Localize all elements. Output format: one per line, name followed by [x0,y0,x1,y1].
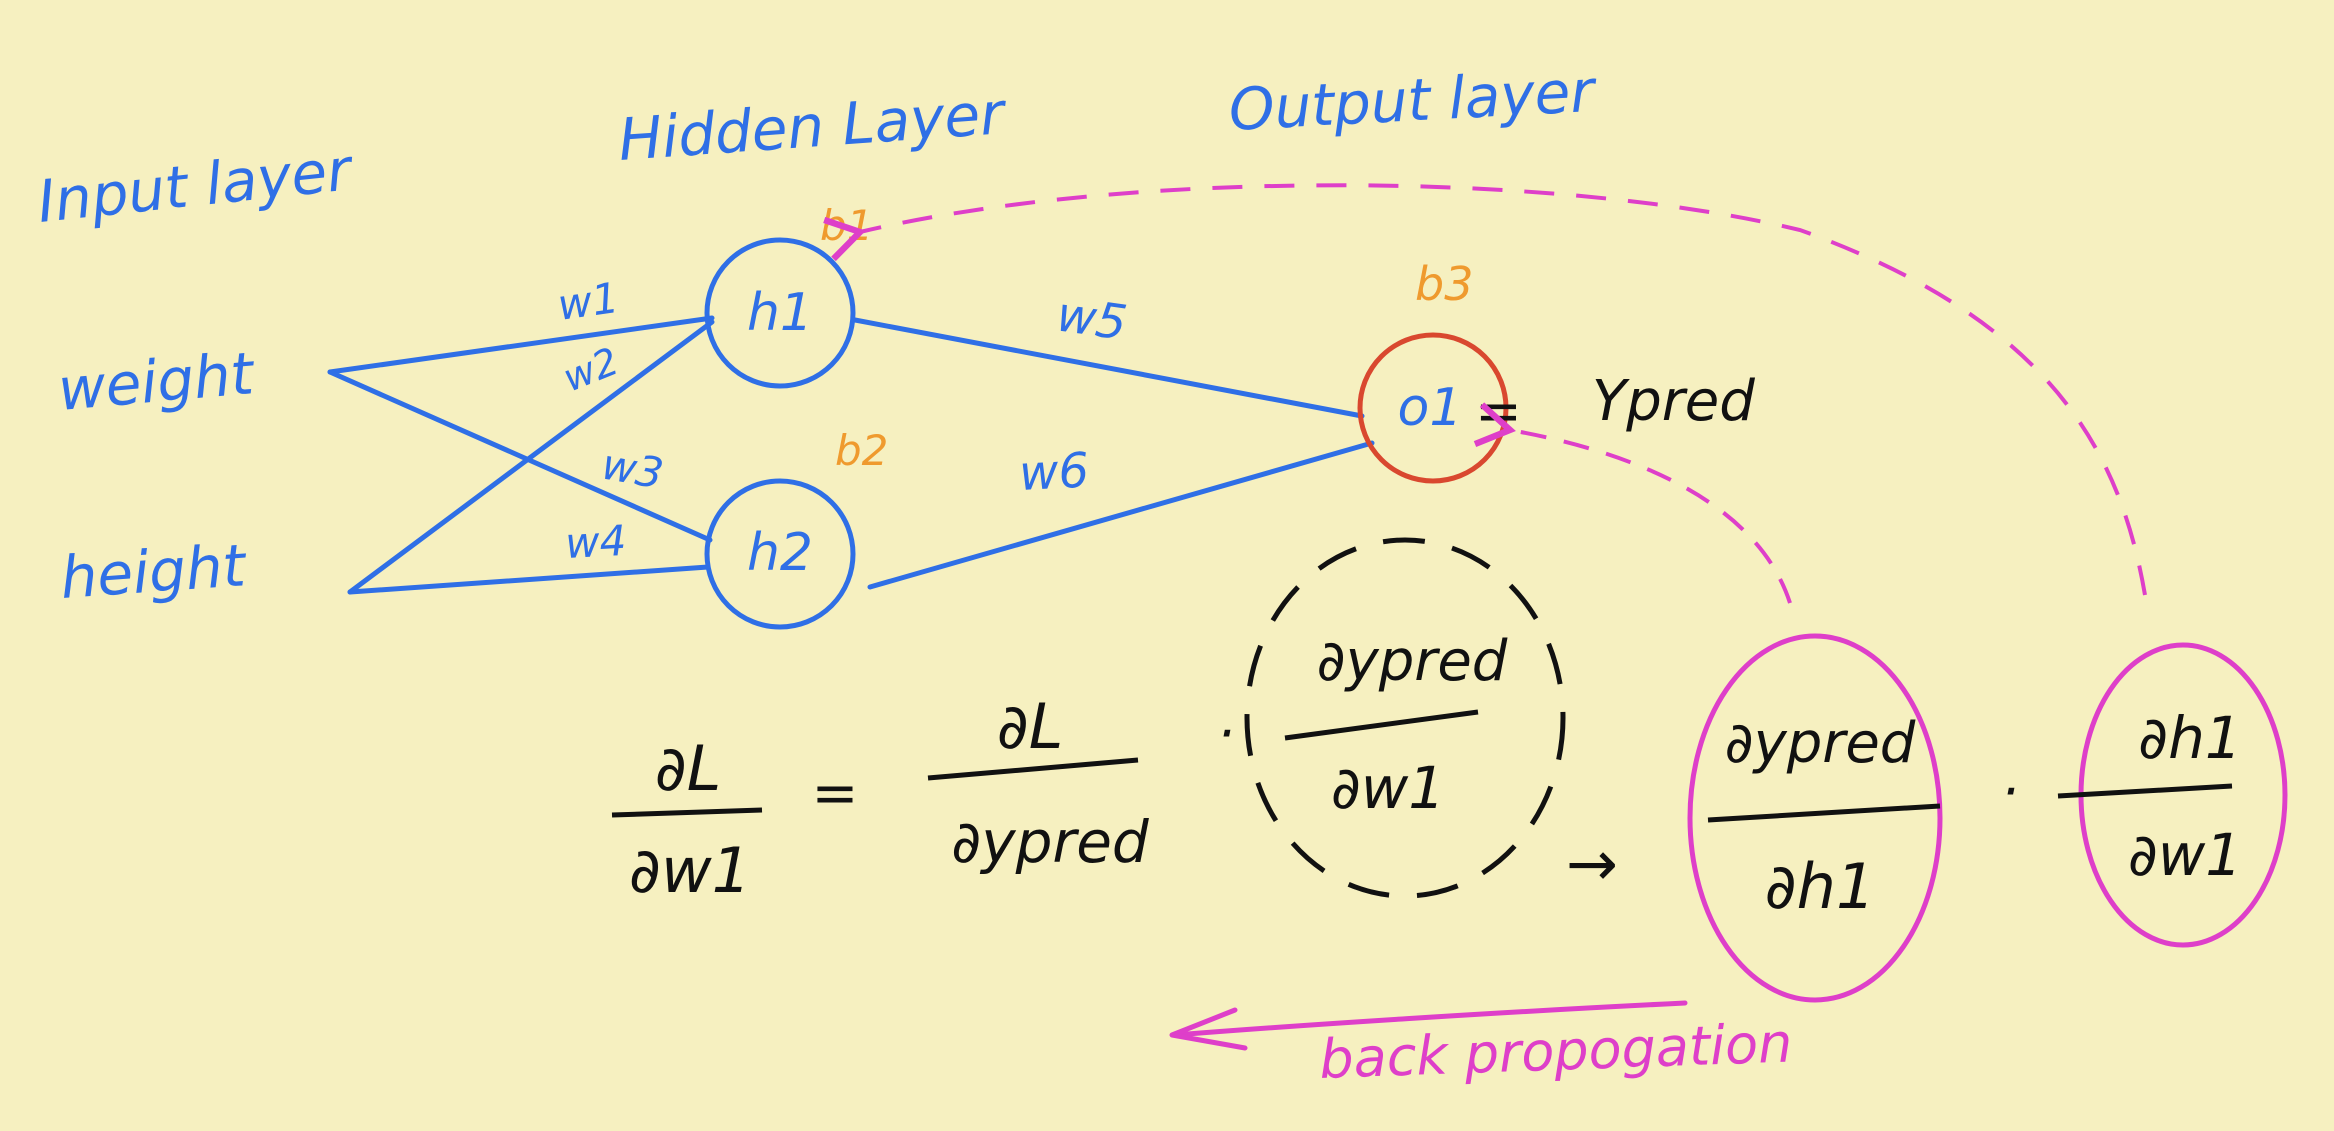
term2-numerator: ∂ypred [1317,629,1508,694]
term4-fraction-bar [2057,783,2233,799]
edge-height-h1 [347,319,715,595]
term2-denominator: ∂w1 [1331,754,1445,822]
neuron-h1 [704,237,856,389]
backprop-arc-to-o1 [1473,402,1792,604]
neuron-h1-label: h1 [747,283,813,343]
term3-denominator: ∂h1 [1765,850,1876,923]
lhs-numerator: ∂L [655,732,722,805]
term2-fraction-bar [1284,709,1479,741]
weight-label-w5: w5 [1053,286,1130,351]
equation-equals: = [812,761,859,826]
weight-label-w1: w1 [555,273,622,330]
lhs-denominator: ∂w1 [629,834,751,907]
term4-denominator: ∂w1 [2128,821,2242,889]
output-ypred-label: Ypred [1592,369,1755,434]
backprop-arrow [1172,1000,1688,1038]
output-equals-sign: = [1475,379,1522,444]
weight-label-w2: w2 [557,339,625,400]
term2-dashed-circle [1244,537,1566,899]
term3-numerator: ∂ypred [1725,711,1916,776]
edge-height-h2 [347,564,711,595]
neuron-h2 [704,478,856,630]
input-height-label: height [58,531,249,612]
chain-rule-equation: ∂L ∂w1 = ∂L ∂ypred · ∂ypred ∂w1 → ∂ypred… [611,537,2288,1003]
weight-label-w4: w4 [564,516,628,568]
edge-h1-o1 [852,317,1365,419]
bias-label-b2: b2 [835,426,888,475]
edge-weight-h1 [327,315,715,375]
edge-h2-o1 [867,440,1375,590]
weight-label-w3: w3 [598,440,667,499]
term1-numerator: ∂L [997,690,1064,763]
input-weight-label: weight [55,339,258,424]
equation-dot-2: · [2001,760,2018,823]
term3-fraction-bar [1707,803,1941,823]
term3-magenta-circle [1687,633,1943,1003]
neuron-o1-label: o1 [1398,378,1463,438]
lhs-fraction-bar [611,807,763,818]
neuron-h2-label: h2 [747,523,813,583]
backprop-label: back propogation [1318,1012,1793,1091]
bias-label-b3: b3 [1415,257,1473,311]
equation-arrow: → [1566,827,1618,900]
backprop-arrowhead [1169,1007,1248,1051]
equation-dot-1: · [1217,702,1234,765]
term1-fraction-bar [927,757,1139,781]
weight-label-w6: w6 [1018,442,1091,502]
input-layer-title: Input layer [34,135,357,236]
backprop-arc-to-b1 [823,183,2147,596]
bias-label-b1: b1 [820,201,873,250]
term1-denominator: ∂ypred [951,808,1150,876]
output-layer-title: Output layer [1227,57,1599,144]
hidden-layer-title: Hidden Layer [616,79,1009,174]
edge-weight-h2 [327,369,713,543]
term4-numerator: ∂h1 [2138,704,2242,772]
